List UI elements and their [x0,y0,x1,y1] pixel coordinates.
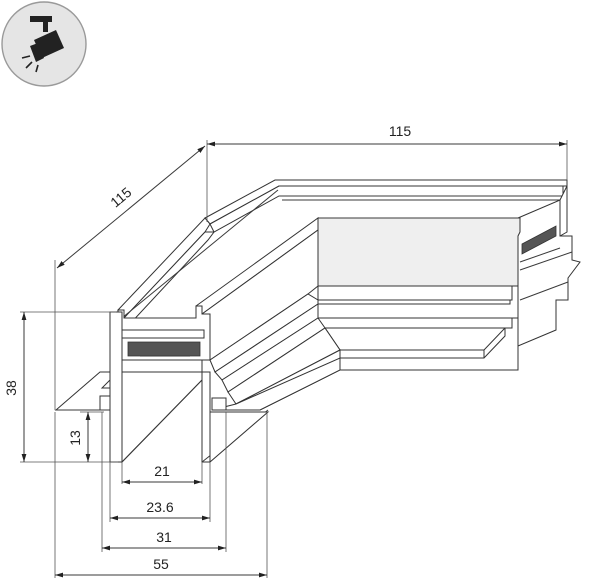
track-spotlight-icon [1,1,87,87]
dim-length-right: 115 [389,123,412,139]
dim-width-31: 31 [156,529,172,545]
dim-length-left: 115 [107,184,135,211]
dim-width-23-6: 23.6 [146,499,173,515]
dim-width-55: 55 [153,556,169,572]
dim-height: 38 [3,380,19,396]
corner-track-profile [54,179,581,464]
dim-width-21: 21 [154,463,170,479]
dim-inner-height: 13 [67,430,83,446]
dimension-lines [20,140,568,578]
